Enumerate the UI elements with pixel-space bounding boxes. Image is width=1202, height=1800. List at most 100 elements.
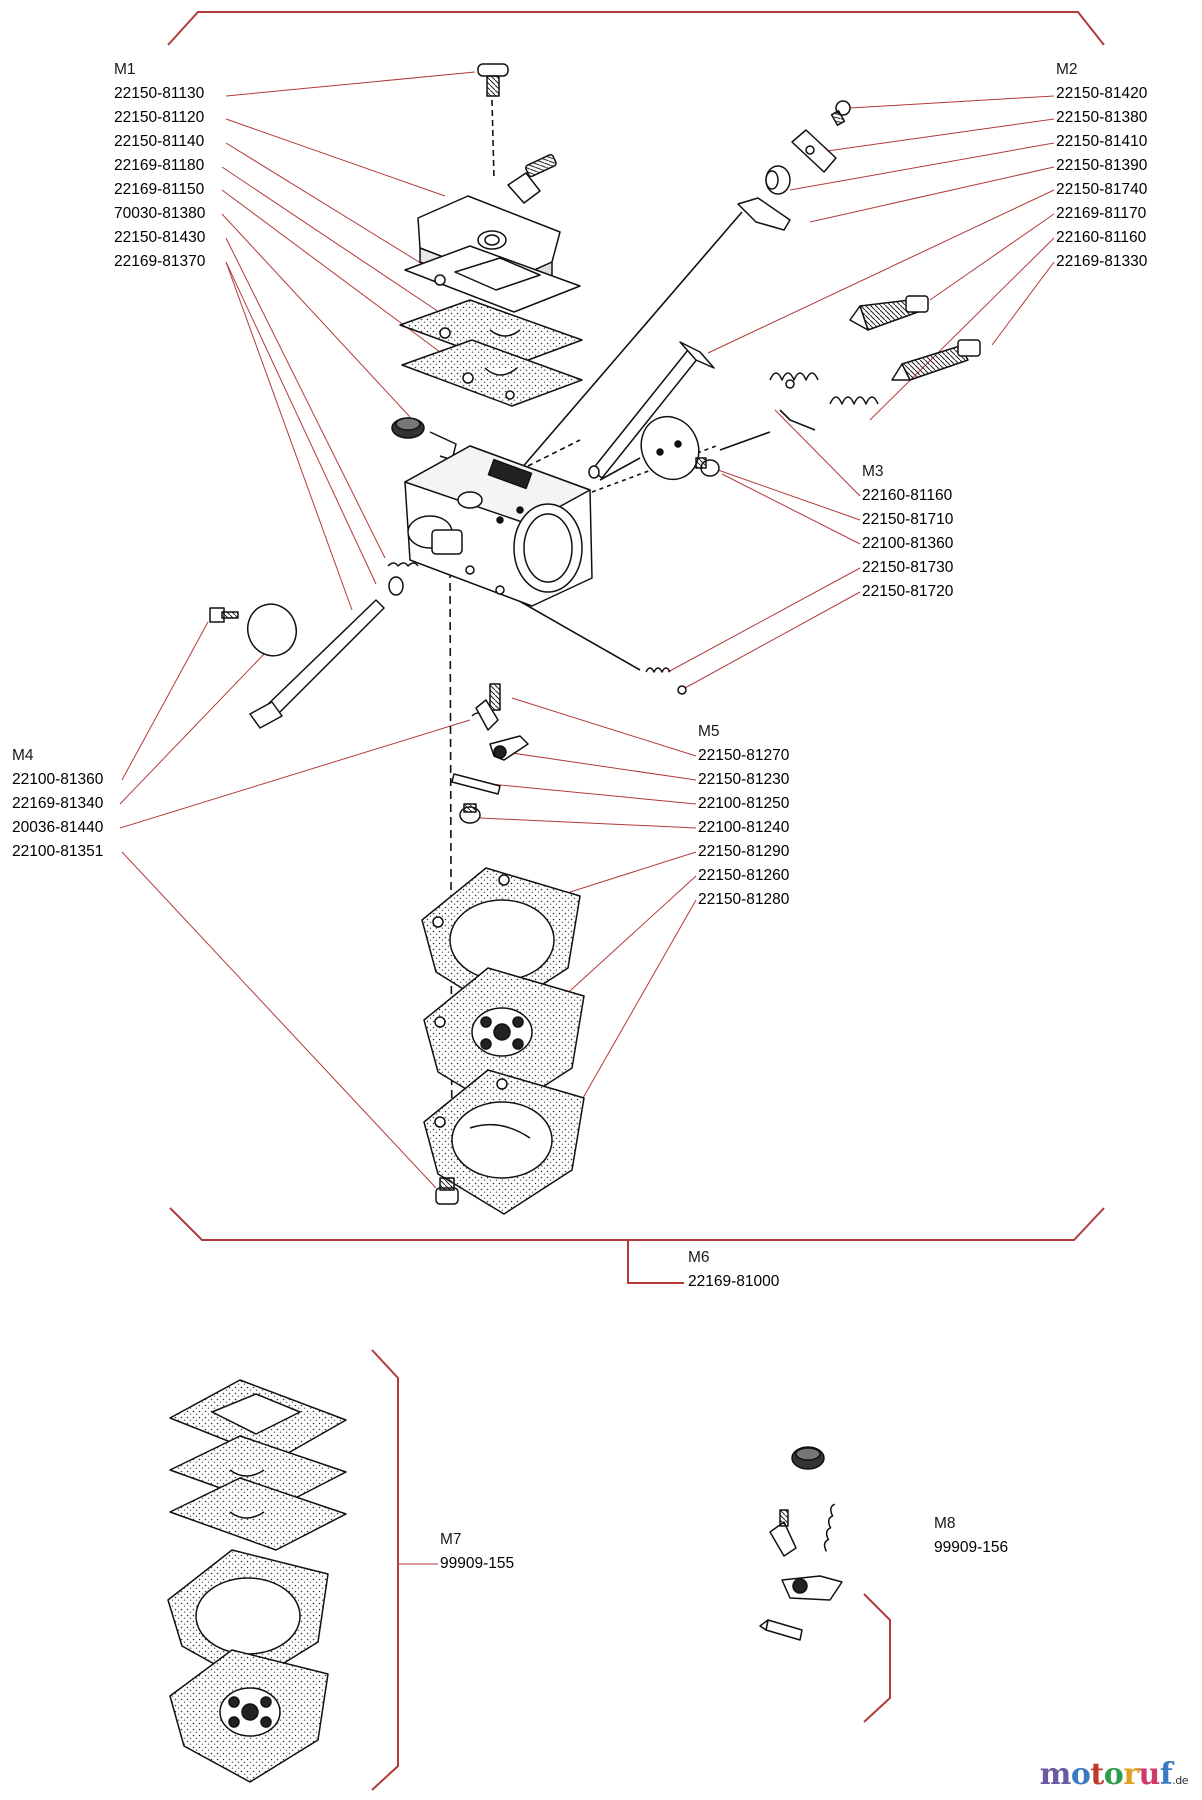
- part-number[interactable]: 22150-81410: [1056, 133, 1148, 150]
- carburetor-body: [404, 445, 593, 607]
- throttle-screw: [695, 457, 720, 477]
- group-label-m1: M1: [114, 61, 136, 78]
- main-assembly-bracket-top: [167, 11, 1105, 46]
- part-number[interactable]: 22100-81360: [12, 771, 104, 788]
- group-label-m6: M6: [688, 1249, 710, 1266]
- pump-cover-lower: [423, 1069, 585, 1215]
- parts-illustration: [167, 63, 981, 1783]
- logo-letter: m: [1039, 1757, 1072, 1792]
- part-number[interactable]: 22150-81270: [698, 747, 790, 764]
- group-label-m2: M2: [1056, 61, 1078, 78]
- part-number[interactable]: 22169-81170: [1056, 205, 1147, 222]
- m2-part-list: 22150-81420 22150-81380 22150-81410 2215…: [1056, 82, 1147, 274]
- part-number[interactable]: 22100-81351: [12, 843, 104, 860]
- choke-detent: [737, 197, 791, 231]
- idle-spring: [645, 667, 687, 695]
- group-m8: M8 99909-156: [934, 1512, 1008, 1560]
- part-number[interactable]: 22150-81710: [862, 511, 954, 528]
- inlet-needle: [471, 683, 501, 731]
- part-number[interactable]: 22100-81240: [698, 819, 790, 836]
- m8-cap: [791, 1446, 825, 1470]
- part-number[interactable]: 22169-81340: [12, 795, 104, 812]
- logo-letter: o: [1103, 1757, 1124, 1792]
- gasket-lower-1: [421, 867, 581, 1013]
- m5-part-list: 22150-81270 22150-81230 22100-81250 2210…: [698, 744, 789, 912]
- group-m6: M6 22169-81000: [688, 1246, 779, 1294]
- choke-lever: [791, 129, 837, 173]
- part-number[interactable]: 22150-81130: [114, 85, 205, 102]
- diaphragm-1: [423, 967, 585, 1113]
- leader-lines: [119, 71, 1055, 1189]
- part-number[interactable]: 22169-81150: [114, 181, 205, 198]
- part-number[interactable]: 22150-81230: [698, 771, 790, 788]
- m8-pin: [759, 1619, 803, 1641]
- choke-shaft: [209, 599, 385, 729]
- group-label-m4: M4: [12, 747, 34, 764]
- part-number[interactable]: 22150-81380: [1056, 109, 1148, 126]
- m4-part-list: 22100-81360 22169-81340 20036-81440 2210…: [12, 768, 103, 864]
- part-number[interactable]: 22150-81730: [862, 559, 954, 576]
- part-number[interactable]: 99909-155: [440, 1555, 515, 1572]
- part-number[interactable]: 70030-81380: [114, 205, 206, 222]
- m3-part-list: 22160-81160 22150-81710 22100-81360 2215…: [862, 484, 953, 604]
- m1-part-list: 22150-81130 22150-81120 22150-81140 2216…: [114, 82, 205, 274]
- group-label-m7: M7: [440, 1531, 462, 1548]
- group-m5: M5 22150-81270 22150-81230 22100-81250 2…: [698, 720, 789, 912]
- part-number[interactable]: 22150-81390: [1056, 157, 1148, 174]
- small-spring-left: [387, 562, 419, 596]
- lever-screw: [459, 803, 481, 824]
- part-number[interactable]: 22169-81000: [688, 1273, 780, 1290]
- group-label-m3: M3: [862, 463, 884, 480]
- part-number[interactable]: 22150-81290: [698, 843, 790, 860]
- needle-l: [849, 295, 929, 331]
- m8-kit-bracket: [863, 1593, 891, 1723]
- part-number[interactable]: 22100-81250: [698, 795, 790, 812]
- part-number[interactable]: 22169-81370: [114, 253, 206, 270]
- m7-kit-bracket: [371, 1349, 438, 1791]
- m8-needle: [769, 1509, 797, 1557]
- gasket-1: [404, 245, 581, 313]
- group-m1: M1 22150-81130 22150-81120 22150-81140 2…: [114, 58, 205, 274]
- bottom-screw: [435, 1177, 459, 1205]
- part-number[interactable]: 22150-81260: [698, 867, 790, 884]
- m8-spring: [823, 1503, 836, 1552]
- needle-springs: [769, 372, 879, 405]
- choke-bushing: [765, 165, 791, 195]
- group-label-m8: M8: [934, 1515, 956, 1532]
- m7-diaphragm: [169, 1649, 329, 1783]
- group-m4: M4 22100-81360 22169-81340 20036-81440 2…: [12, 744, 103, 864]
- main-assembly-bracket-bottom: [169, 1207, 1105, 1284]
- choke-screw: [830, 100, 851, 126]
- part-number[interactable]: 22160-81160: [1056, 229, 1147, 246]
- logo-letter: f: [1159, 1757, 1173, 1792]
- part-number[interactable]: 22150-81420: [1056, 85, 1148, 102]
- motoruf-logo[interactable]: motoruf.de: [1039, 1757, 1189, 1792]
- logo-letter: t: [1090, 1757, 1104, 1792]
- part-number[interactable]: 22150-81430: [114, 229, 206, 246]
- logo-tld: .de: [1172, 1774, 1188, 1787]
- m7-gasket-lower: [167, 1549, 329, 1685]
- part-number[interactable]: 22100-81360: [862, 535, 954, 552]
- part-number[interactable]: 22169-81180: [114, 157, 205, 174]
- part-number[interactable]: 22150-81720: [862, 583, 954, 600]
- group-label-m5: M5: [698, 723, 720, 740]
- part-number[interactable]: 20036-81440: [12, 819, 104, 836]
- part-number[interactable]: 22169-81330: [1056, 253, 1148, 270]
- part-number[interactable]: 99909-156: [934, 1539, 1009, 1556]
- top-screw: [477, 63, 509, 97]
- part-number[interactable]: 22150-81120: [114, 109, 205, 126]
- part-number[interactable]: 22150-81740: [1056, 181, 1148, 198]
- m8-lever: [781, 1575, 843, 1601]
- group-m3: M3 22160-81160 22150-81710 22100-81360 2…: [862, 460, 953, 604]
- needle-h: [891, 339, 981, 381]
- part-number[interactable]: 22150-81140: [114, 133, 205, 150]
- logo-letter: o: [1070, 1757, 1091, 1792]
- group-m7: M7 99909-155: [440, 1528, 514, 1576]
- part-number[interactable]: 22160-81160: [862, 487, 953, 504]
- logo-letter: r: [1123, 1757, 1139, 1792]
- part-number[interactable]: 22150-81280: [698, 891, 790, 908]
- m7-gasket-3: [169, 1477, 347, 1551]
- logo-letter: u: [1138, 1757, 1161, 1792]
- lever-pin: [451, 773, 501, 795]
